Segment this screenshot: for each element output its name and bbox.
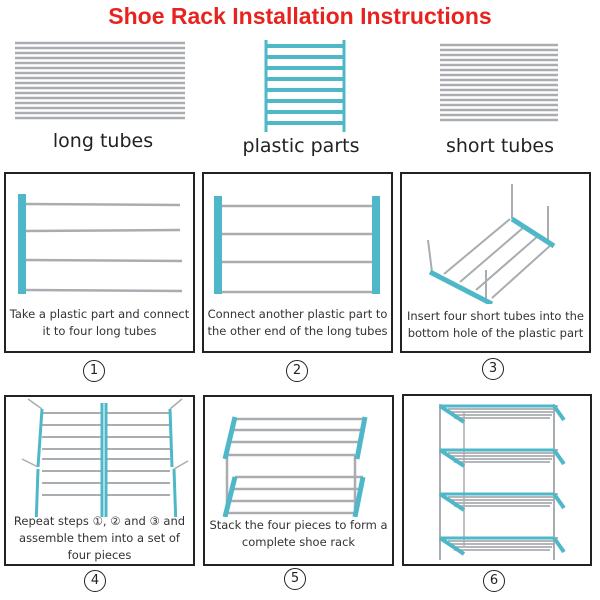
step-4-caption: Repeat steps ①, ② and ③ and assemble the… [13,514,186,562]
step-1-illustration [18,194,183,294]
plastic-parts-label: plastic parts [242,135,360,157]
step-2-caption: Connect another plastic part to the othe… [207,307,388,338]
short-tubes-image [440,43,558,122]
step-3-caption: Insert four short tubes into the bottom … [407,309,584,340]
step-5-caption: Stack the four pieces to form a complete… [209,518,388,549]
step-2-illustration [214,196,380,294]
step-4-number: 4 [84,570,106,592]
step-3-number: 3 [482,358,504,380]
plastic-parts-image [264,40,346,132]
step-3-illustration [427,184,556,304]
step-5-number: 5 [284,568,306,590]
step-1-number: 1 [83,360,105,382]
step-6-illustration [438,404,566,560]
long-tubes-image [15,41,185,120]
step-6-panel [402,394,592,566]
step-2-number: 2 [286,360,308,382]
step-6-number: 6 [483,570,505,592]
step-5-panel: Stack the four pieces to form a complete… [203,395,394,566]
step-2-panel: Connect another plastic part to the othe… [202,172,393,353]
step-1-caption: Take a plastic part and connect it to fo… [9,307,190,338]
step-3-panel: Insert four short tubes into the bottom … [400,172,591,353]
short-tubes-label: short tubes [445,135,554,157]
page-title: Shoe Rack Installation Instructions [108,3,492,29]
step-4-panel: Repeat steps ①, ② and ③ and assemble the… [4,395,195,566]
step-4-illustration [21,398,189,517]
step-5-illustration [222,416,368,517]
long-tubes-label: long tubes [52,130,154,152]
step-1-panel: Take a plastic part and connect it to fo… [4,172,195,353]
